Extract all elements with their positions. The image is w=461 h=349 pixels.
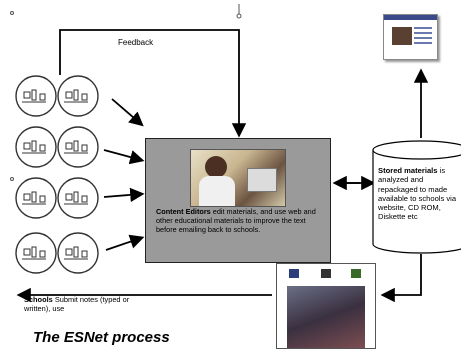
classroom-photo: [287, 286, 365, 348]
editor-photo: [190, 149, 286, 207]
handle-mark: [10, 177, 14, 181]
storage-to-media-arrow: [380, 254, 422, 303]
school-icon: [57, 177, 99, 219]
website-screenshot-thumbnail: [383, 14, 438, 60]
feedback-arrow: [59, 29, 247, 138]
media-box: [276, 263, 376, 349]
schools-text: Submit notes (typed or written), use: [24, 295, 130, 313]
school-icon: [57, 126, 99, 168]
handle-mark: [236, 13, 242, 19]
stored-materials-title: Stored materials: [378, 166, 438, 175]
school-to-editor-arrow: [103, 187, 145, 203]
schools-description: Schools Submit notes (typed or written),…: [24, 295, 134, 313]
school-to-editor-arrow: [111, 98, 144, 127]
content-editors-box: Content Editors edit materials, and use …: [145, 138, 331, 263]
content-editors-text: edit materials, and use web and other ed…: [156, 207, 316, 234]
diskette-icon: [289, 269, 299, 278]
feedback-label: Feedback: [118, 38, 154, 47]
stored-materials-description: Stored materials is analyzed and repacka…: [378, 166, 460, 222]
content-editors-title: Content Editors: [156, 207, 211, 216]
stored-materials-text: is analyzed and repackaged to made avail…: [378, 166, 457, 222]
schools-title: Schools: [24, 295, 53, 304]
school-icon: [15, 75, 57, 117]
school-icon: [57, 75, 99, 117]
book-icon: [351, 269, 361, 278]
school-icon: [57, 232, 99, 274]
school-icon: [15, 177, 57, 219]
content-editors-description: Content Editors edit materials, and use …: [156, 207, 324, 234]
stored-materials-cylinder: [372, 140, 461, 254]
school-icon: [15, 232, 57, 274]
cd-icon: [321, 269, 331, 278]
school-icon-grid: [15, 75, 99, 274]
school-to-editor-arrow: [103, 149, 145, 165]
school-to-editor-arrow: [105, 234, 145, 251]
handle-mark: [10, 11, 14, 15]
school-icon: [15, 126, 57, 168]
diagram-caption: The ESNet process: [33, 329, 170, 346]
